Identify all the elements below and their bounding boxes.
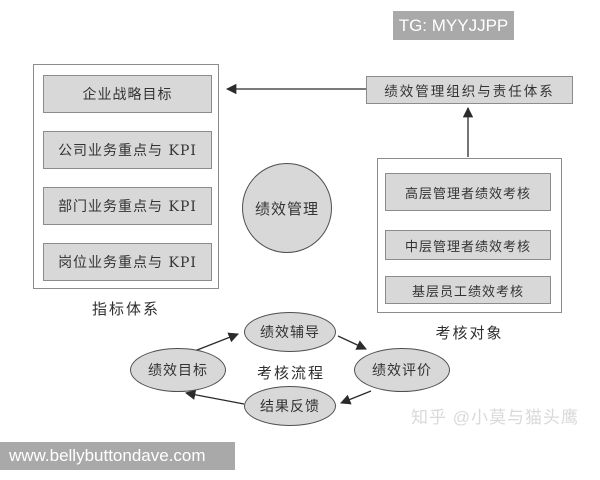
arrow-coaching-to-evaluation — [337, 335, 367, 350]
caption-assessment-targets: 考核对象 — [435, 324, 504, 342]
arrow-evaluation-to-feedback — [340, 390, 372, 405]
node-company-kpi: 公司业务重点与 KPI — [43, 131, 212, 169]
node-enterprise-strategic-goals: 企业战略目标 — [43, 75, 212, 113]
tg-watermark-badge: TG: MYYJJPP — [393, 11, 514, 40]
node-staff-assessment: 基层员工绩效考核 — [385, 276, 551, 304]
node-senior-manager-assessment: 高层管理者绩效考核 — [385, 173, 551, 211]
node-performance-evaluation: 绩效评价 — [354, 348, 450, 392]
node-org-responsibility-system: 绩效管理组织与责任体系 — [366, 76, 573, 104]
node-result-feedback: 结果反馈 — [244, 386, 336, 426]
arrow-feedback-to-goal — [184, 389, 245, 405]
node-position-kpi: 岗位业务重点与 KPI — [43, 243, 212, 281]
node-performance-management-circle: 绩效管理 — [242, 163, 332, 253]
zhihu-watermark: 知乎 @小莫与猫头鹰 — [411, 408, 579, 427]
node-performance-goal: 绩效目标 — [130, 348, 226, 392]
node-middle-manager-assessment: 中层管理者绩效考核 — [385, 230, 551, 260]
node-performance-coaching: 绩效辅导 — [244, 312, 336, 352]
caption-indicator-system: 指标体系 — [91, 300, 160, 318]
node-department-kpi: 部门业务重点与 KPI — [43, 187, 212, 225]
url-watermark-bar: www.bellybuttondave.com — [0, 442, 235, 470]
caption-assessment-process: 考核流程 — [256, 364, 325, 382]
